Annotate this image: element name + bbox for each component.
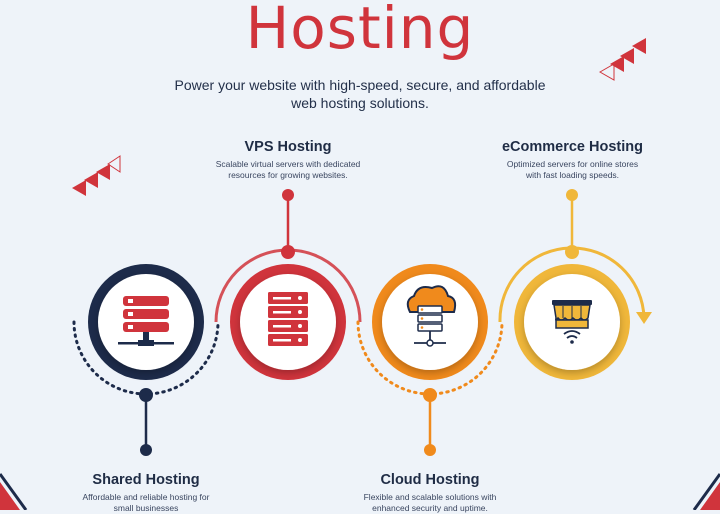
connector-shared bbox=[139, 388, 153, 456]
ecommerce-outer-arc bbox=[498, 246, 646, 323]
server-rack-icon bbox=[268, 292, 308, 346]
shared-outer-arc bbox=[72, 320, 220, 396]
decorative-chevrons-left bbox=[72, 155, 121, 196]
shop-awning-icon bbox=[552, 300, 592, 344]
connector-cloud bbox=[423, 388, 437, 456]
shared-hosting-description: Affordable and reliable hosting for smal… bbox=[82, 492, 210, 513]
ecommerce-hosting-description: Optimized servers for online stores with… bbox=[506, 159, 639, 180]
vps-hosting-title: VPS Hosting bbox=[244, 139, 332, 155]
connector-vps bbox=[281, 189, 295, 259]
cloud-hosting-title: Cloud Hosting bbox=[380, 472, 480, 488]
vps-outer-arc bbox=[214, 248, 362, 323]
ecommerce-hosting-title: eCommerce Hosting bbox=[501, 139, 643, 155]
page-subtitle: Power your website with high-speed, secu… bbox=[174, 77, 546, 111]
shared-hosting-title: Shared Hosting bbox=[92, 472, 200, 488]
ecommerce-arrow-head bbox=[636, 312, 652, 324]
database-network-icon bbox=[118, 296, 174, 346]
vps-hosting-description: Scalable virtual servers with dedicated … bbox=[215, 159, 361, 180]
decorative-chevrons-right bbox=[598, 38, 646, 81]
cloud-server-icon bbox=[406, 285, 457, 347]
cloud-outer-arc bbox=[356, 320, 504, 396]
decorative-corner-left bbox=[0, 473, 28, 510]
cloud-hosting-description: Flexible and scalable solutions with enh… bbox=[363, 492, 497, 513]
page-title: Hosting bbox=[245, 0, 475, 62]
decorative-corner-right bbox=[692, 473, 720, 510]
